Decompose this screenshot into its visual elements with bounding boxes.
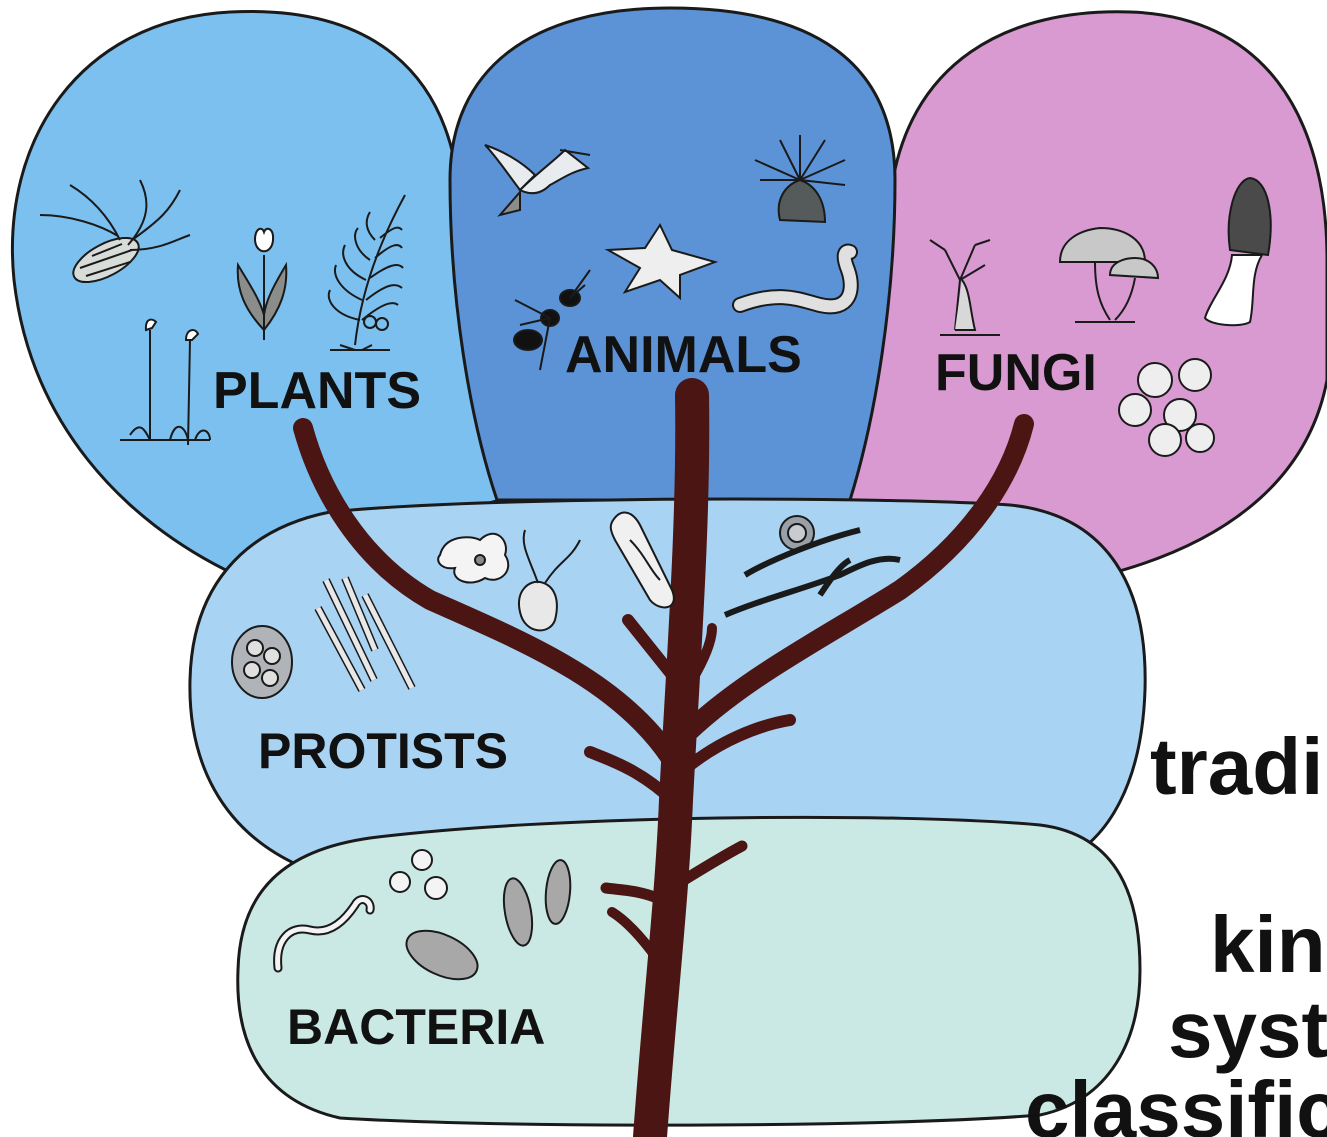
bacteria-label: BACTERIA — [287, 999, 545, 1055]
fungi-label: FUNGI — [935, 344, 1097, 402]
protists-label: PROTISTS — [258, 723, 508, 779]
plants-petal — [12, 11, 500, 575]
caption-line-1: tradi — [1150, 727, 1323, 807]
caption-line-4: classific — [1025, 1070, 1327, 1137]
caption-line-3: syst — [1168, 990, 1327, 1070]
plants-label: PLANTS — [213, 362, 421, 420]
caption-line-2: kin — [1210, 905, 1326, 985]
colony-icon — [232, 626, 292, 698]
fungi-petal — [850, 12, 1327, 575]
animals-label: ANIMALS — [565, 326, 802, 384]
